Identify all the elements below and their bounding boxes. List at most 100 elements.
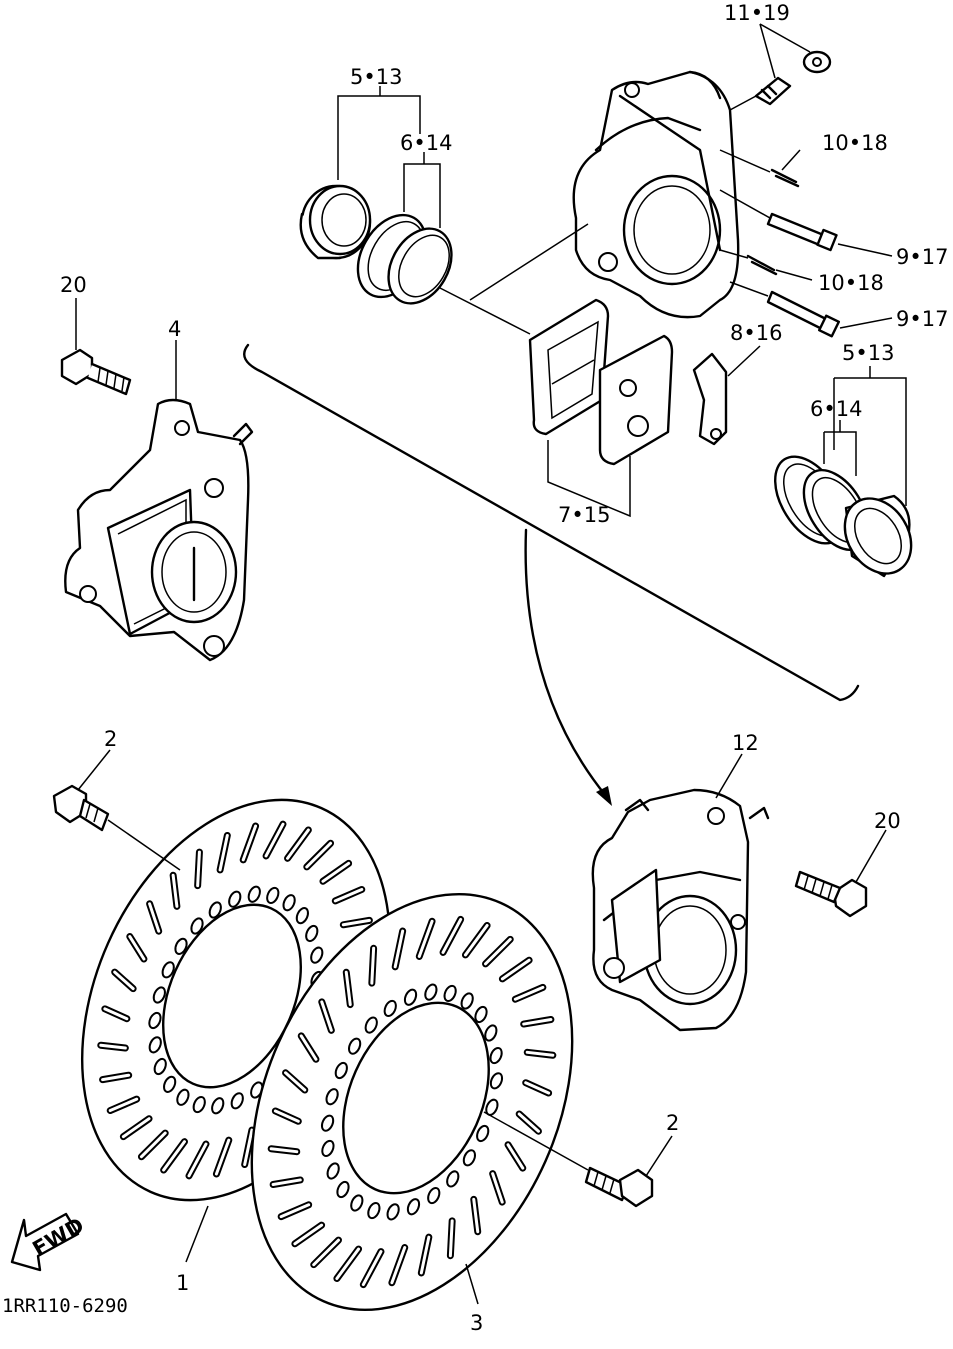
bolt-20-left xyxy=(60,348,132,396)
callout-9-17-b: 9•17 xyxy=(896,307,948,331)
disc-hole xyxy=(310,946,324,964)
brake-pad-inner xyxy=(528,298,610,436)
callout-20-left: 20 xyxy=(60,273,87,297)
group-bracket-line xyxy=(243,343,860,702)
fwd-arrow xyxy=(10,1212,80,1272)
disc-slot xyxy=(121,1117,151,1139)
bracket-6-14-top xyxy=(403,152,441,228)
disc-slot xyxy=(513,985,545,1001)
pad-spring xyxy=(692,352,728,446)
disc-hole xyxy=(489,1072,504,1090)
callout-10-18-b: 10•18 xyxy=(818,271,884,295)
callout-5-13-right: 5•13 xyxy=(842,341,894,365)
disc-hole xyxy=(174,937,188,955)
disc-slot xyxy=(441,917,463,954)
disc-slot xyxy=(522,1018,553,1026)
disc-hole xyxy=(326,1162,340,1180)
callout-8-16: 8•16 xyxy=(730,321,782,345)
bracket-7-15 xyxy=(547,440,631,518)
callout-5-13-top: 5•13 xyxy=(350,65,402,89)
upper-caliper-body xyxy=(572,70,740,319)
bracket-5-13-right xyxy=(833,366,907,506)
callout-4: 4 xyxy=(168,317,181,341)
bolt-line-right xyxy=(483,1111,589,1171)
disc-hole xyxy=(152,986,166,1004)
leader-bleeder-body xyxy=(729,95,757,111)
clip-upper xyxy=(770,168,800,188)
disc-slot xyxy=(491,1172,504,1204)
disc-slot xyxy=(335,1247,361,1280)
disc-hole xyxy=(211,1097,225,1115)
leader-8-16 xyxy=(727,345,761,377)
disc-hole xyxy=(350,1194,364,1212)
upper-piston xyxy=(299,184,372,260)
callout-10-18-a: 10•18 xyxy=(822,131,888,155)
disc-slot xyxy=(196,850,201,888)
pin-lower xyxy=(766,290,840,338)
disc-slot xyxy=(484,937,512,966)
disc-hole xyxy=(424,983,438,1001)
disc-slot xyxy=(128,935,146,961)
leader-pin-a xyxy=(719,189,771,219)
disc-slot xyxy=(361,1250,383,1287)
disc-hole xyxy=(383,999,397,1018)
leader-2-left xyxy=(77,749,111,791)
disc-hole xyxy=(460,992,474,1010)
leader-9-17-b xyxy=(839,317,893,329)
bolt-line-left xyxy=(107,819,181,871)
disc-hole xyxy=(230,1092,244,1110)
disc-hole xyxy=(208,901,222,919)
disc-hole xyxy=(427,1186,441,1205)
bracket-5-13-top xyxy=(337,86,421,180)
disc-slot xyxy=(419,1235,431,1275)
disc-slot xyxy=(218,833,229,872)
callout-7-15: 7•15 xyxy=(558,503,610,527)
disc-slot xyxy=(293,1223,324,1246)
leader-9-17-a xyxy=(837,243,893,257)
disc-slot xyxy=(214,1138,231,1176)
disc-hole xyxy=(176,1088,190,1106)
leader-12 xyxy=(715,753,743,799)
disc-hole xyxy=(163,1075,177,1093)
disc-slot xyxy=(393,929,405,969)
disc-hole xyxy=(148,1011,162,1030)
disc-slot xyxy=(333,887,364,903)
assembly-arrow-head xyxy=(596,786,612,806)
disc-slot xyxy=(500,958,531,981)
disc-hole xyxy=(348,1037,362,1055)
leader-10-18-a xyxy=(781,149,801,171)
disc-slot xyxy=(463,924,489,957)
leader-11-19-b xyxy=(759,23,811,53)
disc-hole xyxy=(325,1088,339,1106)
disc-slot xyxy=(103,1007,129,1021)
disc-slot xyxy=(108,1097,139,1113)
disc-hole xyxy=(320,1114,335,1132)
leader-3 xyxy=(465,1263,479,1305)
disc-slot xyxy=(171,873,179,908)
leader-11-19-a xyxy=(759,23,776,79)
disc-slot xyxy=(312,1238,340,1267)
disc-hole xyxy=(190,917,204,935)
disc-hole xyxy=(192,1095,206,1114)
disc-hole xyxy=(336,1180,350,1199)
disc-slot xyxy=(241,824,258,862)
right-caliper xyxy=(591,788,770,1032)
leader-clip-b xyxy=(719,249,749,259)
left-caliper xyxy=(64,398,254,662)
callout-2-right: 2 xyxy=(666,1111,679,1135)
disc-slot xyxy=(99,1043,127,1050)
disc-hole xyxy=(386,1203,400,1221)
callout-12: 12 xyxy=(732,731,759,755)
disc-slot xyxy=(148,902,161,933)
disc-slot xyxy=(517,1112,540,1133)
disc-slot xyxy=(341,918,371,927)
disc-slot xyxy=(286,828,310,860)
disc-hole xyxy=(489,1046,503,1065)
callout-1: 1 xyxy=(176,1271,189,1295)
bracket-6-14-right xyxy=(823,420,857,476)
bleeder-screw xyxy=(754,50,832,106)
callout-9-17-a: 9•17 xyxy=(896,245,948,269)
leader-10-18-b xyxy=(775,269,813,281)
disc-hole xyxy=(266,886,280,905)
pin-upper xyxy=(766,212,838,252)
